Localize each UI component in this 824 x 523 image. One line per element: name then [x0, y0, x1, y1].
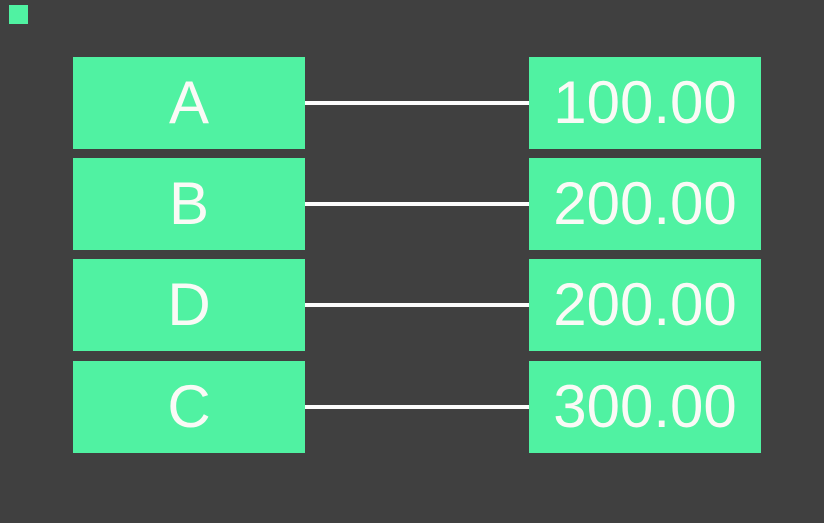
value-label: 100.00: [553, 69, 737, 136]
value-label: 200.00: [553, 170, 737, 237]
key-box: D: [73, 259, 305, 351]
connector-line: [301, 303, 533, 307]
value-label: 300.00: [553, 373, 737, 440]
value-label: 200.00: [553, 271, 737, 338]
key-label: C: [167, 373, 211, 440]
corner-marker-square: [9, 5, 28, 24]
key-label: A: [168, 69, 210, 136]
value-box: 100.00: [529, 57, 761, 149]
connector-line: [301, 202, 533, 206]
connector-line: [301, 101, 533, 105]
value-box: 200.00: [529, 158, 761, 250]
key-label: B: [168, 170, 210, 237]
value-box: 300.00: [529, 361, 761, 453]
key-box: B: [73, 158, 305, 250]
key-box: C: [73, 361, 305, 453]
value-box: 200.00: [529, 259, 761, 351]
connector-line: [301, 405, 533, 409]
key-box: A: [73, 57, 305, 149]
key-label: D: [167, 271, 211, 338]
